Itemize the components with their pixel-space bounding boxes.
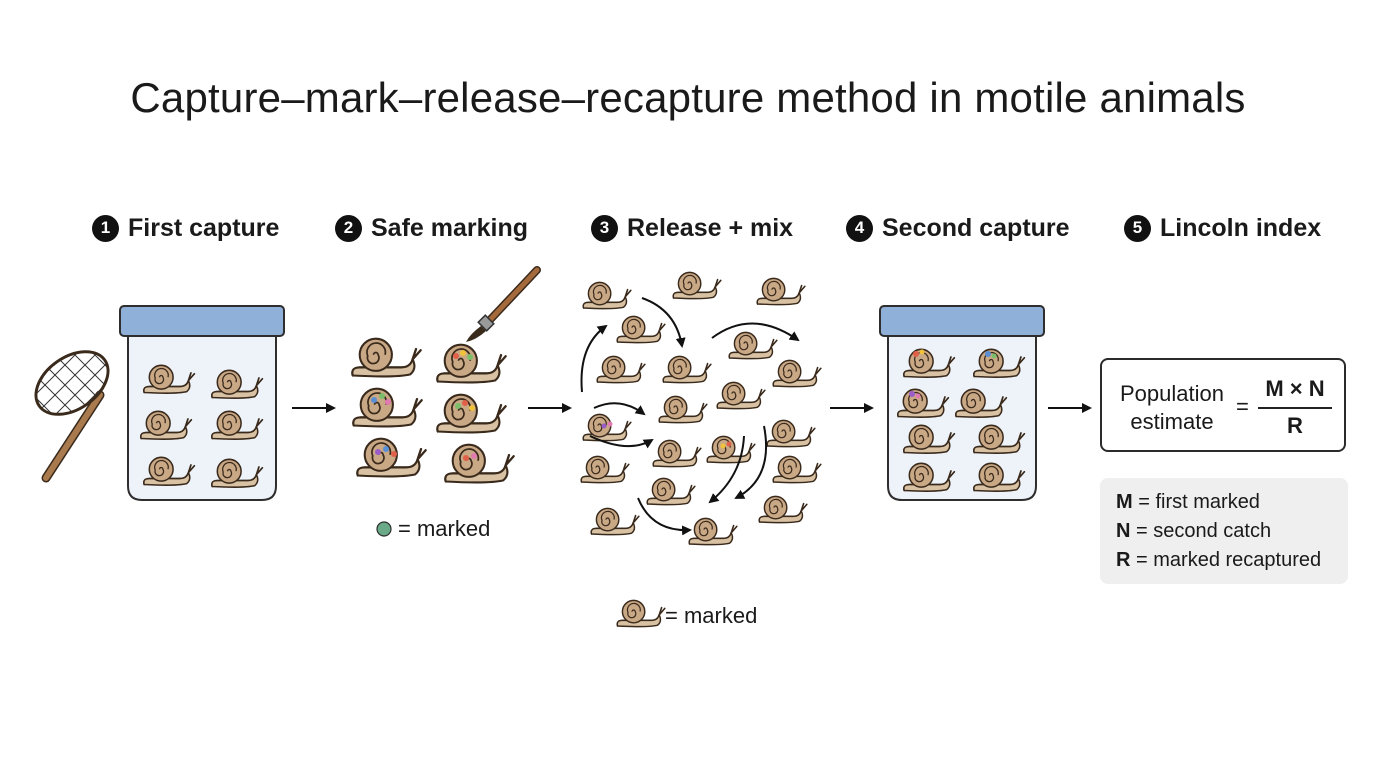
snail-icon (658, 395, 708, 424)
step-label: Release + mix (627, 213, 794, 242)
snail-icon (772, 455, 822, 484)
step-label: Safe marking (371, 213, 529, 242)
definition-r: R = marked recaptured (1116, 546, 1348, 575)
snail-icon (646, 477, 696, 506)
definitions-box: M = first marked N = second catch R = ma… (1100, 478, 1348, 584)
marking-snails (351, 337, 515, 484)
snail-icon (356, 437, 427, 478)
paintbrush-icon (466, 266, 541, 342)
snail-icon (590, 507, 640, 536)
step-number: 5 (1124, 214, 1151, 242)
snail-icon (772, 359, 822, 388)
net-icon (24, 338, 120, 483)
formula-label-line2: estimate (1130, 409, 1214, 434)
definition-text: = second catch (1136, 520, 1272, 542)
snail-icon (596, 355, 646, 384)
step-first-capture: 1 First capture (92, 208, 279, 248)
snail-icon (616, 315, 666, 344)
recapture-marks (909, 349, 997, 399)
snail-icon (756, 277, 806, 306)
snail-icon (672, 271, 722, 300)
snail-icon (688, 517, 738, 546)
snail-icon (766, 419, 816, 448)
step-second-capture: 4 Second capture (846, 208, 1070, 248)
definition-m: M = first marked (1116, 488, 1348, 517)
step-number: 4 (846, 214, 873, 242)
arrow-icon (593, 402, 646, 416)
formula-label-line1: Population (1120, 381, 1224, 406)
definition-symbol: N (1116, 520, 1131, 542)
snail-icon (652, 439, 702, 468)
definition-text: = first marked (1138, 491, 1260, 513)
definition-symbol: R (1116, 549, 1131, 571)
step-label: Second capture (882, 213, 1070, 242)
snail-icon (662, 355, 712, 384)
step-number: 3 (591, 214, 618, 242)
paint-marks (371, 350, 477, 461)
formula-label: Population estimate (1116, 380, 1228, 436)
snail-icon (436, 343, 507, 384)
step-safe-marking: 2 Safe marking (335, 208, 528, 248)
step-number: 2 (335, 214, 362, 242)
arrow-icon (708, 435, 745, 504)
arrow-icon (734, 425, 768, 499)
arrow-icon (589, 435, 654, 449)
dot-legend-label: = marked (398, 516, 491, 541)
arrow-icon (711, 322, 800, 342)
mixing-arrows (580, 297, 800, 536)
snail-icon (436, 393, 507, 434)
arrow-icon (580, 324, 608, 393)
snail-icon (728, 331, 778, 360)
fraction-bar (1258, 407, 1332, 409)
marked-dot-icon (376, 521, 392, 537)
step-release-mix: 3 Release + mix (591, 208, 793, 248)
definition-text: = marked recaptured (1136, 549, 1322, 571)
snail-icon (351, 337, 422, 378)
step-number: 1 (92, 214, 119, 242)
snail-icon (444, 443, 515, 484)
snail-icon (706, 435, 756, 464)
snail-icon (582, 281, 632, 310)
formula-equals: = (1236, 394, 1249, 419)
legend-snail-icon (616, 599, 666, 628)
page-title: Capture–mark–release–recapture method in… (130, 74, 1246, 121)
snail-icon (716, 381, 766, 410)
release-snails (580, 271, 822, 546)
snail-icon (352, 387, 423, 428)
snail-legend-label: = marked (665, 603, 758, 628)
step-label: First capture (128, 213, 280, 242)
definition-n: N = second catch (1116, 517, 1348, 546)
formula-denominator: R (1287, 413, 1303, 438)
definition-symbol: M (1116, 491, 1133, 513)
mix-marks (601, 421, 732, 449)
arrow-icon (637, 497, 692, 536)
step-lincoln-index: 5 Lincoln index (1124, 208, 1321, 248)
arrow-icon (641, 297, 686, 348)
snail-icon (758, 495, 808, 524)
step-label: Lincoln index (1160, 213, 1322, 242)
formula-box: Population estimate = M × N R (1100, 358, 1346, 452)
snail-icon (580, 455, 630, 484)
formula-numerator: M × N (1265, 376, 1325, 401)
